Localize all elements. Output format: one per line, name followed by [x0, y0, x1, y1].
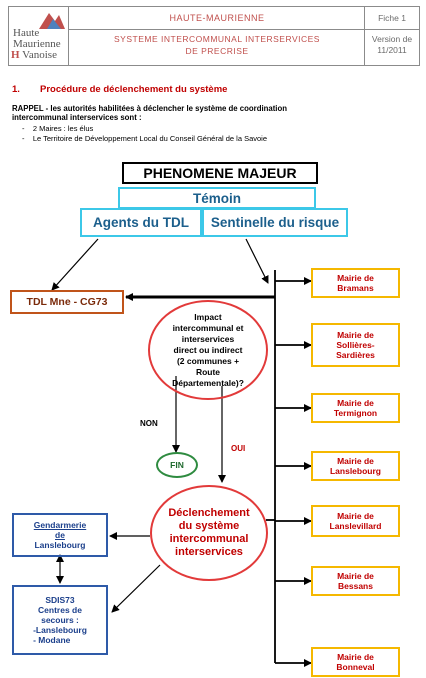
- fiche-number: Fiche 1: [378, 13, 406, 23]
- org-name: HAUTE-MAURIENNE: [169, 13, 265, 23]
- sdis73-box: SDIS73 Centres de secours : -Lanslebourg…: [12, 585, 108, 655]
- logo-word-1: Haute: [13, 27, 40, 39]
- agents-tdl-box: Agents du TDL: [80, 208, 202, 237]
- logo-cell: Haute Maurienne H Vanoise: [9, 7, 69, 65]
- impact-question-ellipse: Impact intercommunal et interservices di…: [148, 300, 268, 400]
- rappel-item-2: - Le Territoire de Développement Local d…: [22, 134, 268, 143]
- logo-word-2: Maurienne: [13, 38, 61, 50]
- gendarmerie-box: Gendarmerie de Lanslebourg: [12, 513, 108, 557]
- non-label: NON: [140, 419, 158, 428]
- doc-title-line2: DE PRECRISE: [185, 46, 249, 56]
- version-cell: Fiche 1 Version de 11/2011: [365, 7, 419, 65]
- oui-label: OUI: [231, 444, 246, 453]
- logo-word-3: H Vanoise: [11, 49, 57, 61]
- section-title: Procédure de déclenchement du système: [40, 84, 228, 95]
- title-cell: HAUTE-MAURIENNE SYSTEME INTERCOMMUNAL IN…: [69, 7, 365, 65]
- declenchement-ellipse: Déclenchement du système intercommunal i…: [150, 485, 268, 581]
- rappel-line2: intercommunal interservices sont :: [12, 113, 142, 122]
- sentinelle-box: Sentinelle du risque: [202, 208, 348, 237]
- fin-ellipse: FIN: [156, 452, 198, 478]
- tdl-cg73-box: TDL Mne - CG73: [10, 290, 124, 314]
- rappel-line1: RAPPEL - les autorités habilitées à décl…: [12, 104, 288, 113]
- section-number: 1.: [12, 84, 20, 95]
- phenomene-majeur-box: PHENOMENE MAJEUR: [122, 162, 318, 184]
- temoin-box: Témoin: [118, 187, 316, 209]
- doc-title-line1: SYSTEME INTERCOMMUNAL INTERSERVICES: [114, 34, 320, 44]
- document-header: Haute Maurienne H Vanoise HAUTE-MAURIENN…: [8, 6, 420, 66]
- version-label: Version de: [371, 34, 413, 44]
- mountain-logo-icon: [39, 13, 65, 29]
- rappel-item-1: - 2 Maires : les élus: [22, 124, 94, 133]
- version-date: 11/2011: [377, 45, 407, 55]
